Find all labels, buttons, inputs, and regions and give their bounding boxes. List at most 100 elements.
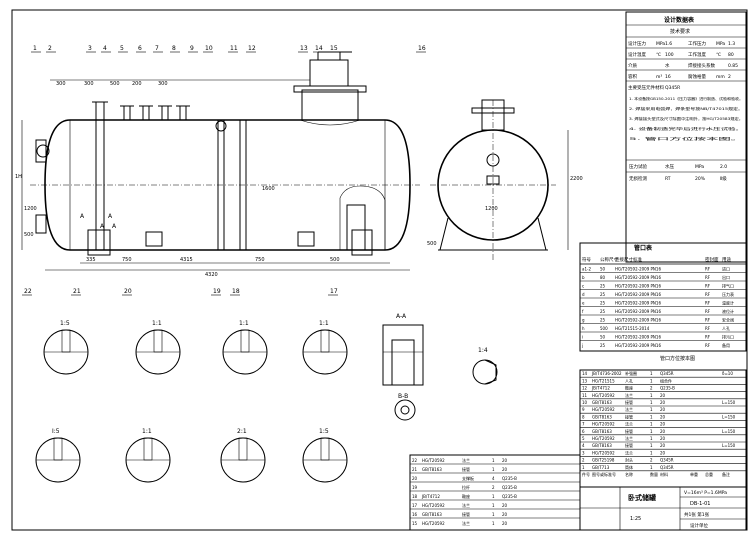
spec-lower-1-0: 无损检测 — [629, 175, 647, 182]
parts-left-rows-cell-7-2: 法兰 — [462, 520, 470, 526]
parts-right-rows-cell-8-0: 6 — [582, 429, 585, 434]
nozzle-cell-5-3: RF — [705, 309, 711, 314]
parts-right-rows-cell-4-2: 接管 — [625, 399, 633, 405]
parts-right-rows-cell-1-0: 13 — [582, 378, 588, 383]
left-dim-2: 500 — [24, 232, 34, 238]
balloon-3: 3 — [88, 45, 92, 52]
parts-right-rows-cell-10-7: L=150 — [722, 443, 736, 448]
parts-right-rows-cell-0-4: Q345R — [660, 371, 674, 376]
nozzle-cell-5-1: 25 — [600, 309, 606, 314]
parts-right-rows-cell-8-4: 20 — [660, 429, 666, 434]
detail-label-1: 1:5 — [60, 320, 70, 327]
parts-left-rows-cell-7-1: HG/T20592 — [422, 521, 445, 526]
parts-right-rows-cell-5-4: 20 — [660, 407, 666, 412]
nozzle-header-4: 用途 — [722, 256, 731, 263]
nozzle-cell-2-3: RF — [705, 284, 711, 289]
nozzle-cell-7-3: RF — [705, 326, 711, 331]
parts-left-rows-cell-3-0: 19 — [412, 485, 418, 490]
spec-cell-2-2: 水 — [665, 62, 670, 69]
parts-left-rows-cell-7-3: 1 — [492, 521, 495, 526]
parts-right-rows-cell-6-2: 接管 — [625, 413, 633, 419]
parts-right-rows-header-2: 名称 — [625, 471, 633, 477]
nozzle-cell-0-3: RF — [705, 267, 711, 272]
parts-right-rows-cell-2-2: 鞍座 — [625, 385, 633, 391]
nozzle-cell-3-3: RF — [705, 292, 711, 297]
spec-lower-0-2: MPa — [695, 164, 704, 170]
parts-right-rows-cell-8-3: 1 — [650, 429, 653, 434]
section-mark-a: A — [80, 213, 85, 220]
parts-right-rows-cell-4-1: GB/T8163 — [592, 400, 612, 405]
nozzle-cell-1-3: RF — [705, 275, 711, 280]
parts-right-rows-cell-3-0: 11 — [582, 393, 588, 398]
title-company: 设计单位 — [690, 522, 708, 529]
nozzle-table-title: 管口表 — [634, 244, 653, 252]
parts-right-rows-cell-4-4: 20 — [660, 400, 666, 405]
internal-pipes — [95, 119, 386, 251]
parts-left-rows-cell-1-0: 21 — [412, 467, 418, 472]
balloon-11: 11 — [230, 45, 238, 52]
parts-right-rows-cell-2-4: Q235-B — [660, 386, 675, 391]
parts-left-rows-cell-6-3: 1 — [492, 512, 495, 517]
parts-left-rows-cell-0-1: HG/T20592 — [422, 458, 445, 463]
balloon-6: 6 — [138, 45, 142, 52]
balloon-20: 20 — [124, 288, 132, 295]
parts-right-rows-cell-10-0: 4 — [582, 443, 585, 448]
nozzle-cell-6-1: 25 — [600, 318, 606, 323]
parts-left-rows-cell-4-2: 鞍座 — [462, 493, 470, 499]
parts-right-rows-cell-9-2: 法兰 — [625, 435, 633, 441]
parts-left-rows-cell-1-3: 1 — [492, 467, 495, 472]
parts-left-rows-cell-5-2: 法兰 — [462, 502, 470, 508]
parts-right-rows-cell-13-3: 1 — [650, 465, 653, 470]
nozzle-cell-4-3: RF — [705, 301, 711, 306]
balloon-18: 18 — [232, 288, 240, 295]
nozzle-cell-2-1: 25 — [600, 284, 606, 289]
parts-right-rows-header-0: 件号 — [582, 471, 590, 477]
parts-left-rows-cell-6-1: GB/T8163 — [422, 512, 442, 517]
spec-lower-1-3: Ⅱ级 — [720, 175, 727, 182]
nozzle-cell-0-4: 进口 — [722, 266, 730, 272]
left-dim-0: 1H — [15, 174, 22, 180]
parts-left-rows-cell-2-4: Q235-B — [502, 476, 517, 481]
spec-cell-1-1: ℃ — [656, 52, 661, 58]
spec-cell-0-1: MPa — [656, 41, 665, 47]
parts-right-rows-cell-12-2: 封头 — [625, 457, 633, 463]
title-name: 卧式储罐 — [628, 493, 656, 502]
balloon-15: 15 — [330, 45, 338, 52]
nozzle-cell-5-4: 液位计 — [722, 308, 734, 314]
parts-left-rows-cell-5-3: 1 — [492, 503, 495, 508]
title-spec: V=16m³ P=1.6MPa — [684, 490, 727, 496]
spec-cell-0-0: 设计压力 — [628, 40, 646, 47]
nozzle-cell-8-2: HG/T20592-2009 PN16 — [615, 335, 661, 340]
balloon-12: 12 — [248, 45, 256, 52]
parts-right-rows-cell-4-7: L=150 — [722, 400, 736, 405]
nozzle-header-3: 密封面 — [705, 256, 719, 263]
spec-cell-4-2: Q345R — [665, 85, 680, 91]
spec-lower-0-0: 压力试验 — [629, 163, 647, 170]
side-dim-2: 500 — [427, 241, 437, 247]
parts-right-rows-cell-6-0: 8 — [582, 414, 585, 419]
dim-top-1: 300 — [84, 81, 94, 87]
parts-left-rows-cell-6-0: 16 — [412, 512, 418, 517]
parts-right-rows-cell-2-3: 2 — [650, 386, 653, 391]
detail-label-1: I:5 — [52, 428, 60, 435]
title-drawing-no: DB-1-01 — [690, 501, 710, 507]
nozzle-cell-8-0: i — [582, 335, 583, 340]
parts-right-rows-cell-3-1: HG/T20592 — [592, 393, 615, 398]
parts-right-rows-cell-12-0: 2 — [582, 458, 585, 463]
balloon-8: 8 — [172, 45, 176, 52]
dim-bottom-1: 750 — [122, 257, 132, 263]
nozzle-cell-1-2: HG/T20592-2009 PN16 — [615, 275, 661, 280]
balloon-4: 4 — [103, 45, 107, 52]
parts-right-rows-cell-5-2: 法兰 — [625, 406, 633, 412]
dim-bottom-0: 335 — [86, 257, 96, 263]
parts-right-rows-cell-7-1: HG/T20592 — [592, 422, 615, 427]
parts-left-rows-cell-6-4: 20 — [502, 512, 508, 517]
spec-title: 设计数据表 — [664, 16, 695, 24]
parts-left-rows-cell-1-4: 20 — [502, 467, 508, 472]
main-elevation-view: A A A A 300 300 500 200 300 335 750 4315… — [15, 51, 420, 278]
parts-right-rows-cell-0-3: 1 — [650, 371, 653, 376]
balloon-17: 17 — [330, 288, 338, 295]
